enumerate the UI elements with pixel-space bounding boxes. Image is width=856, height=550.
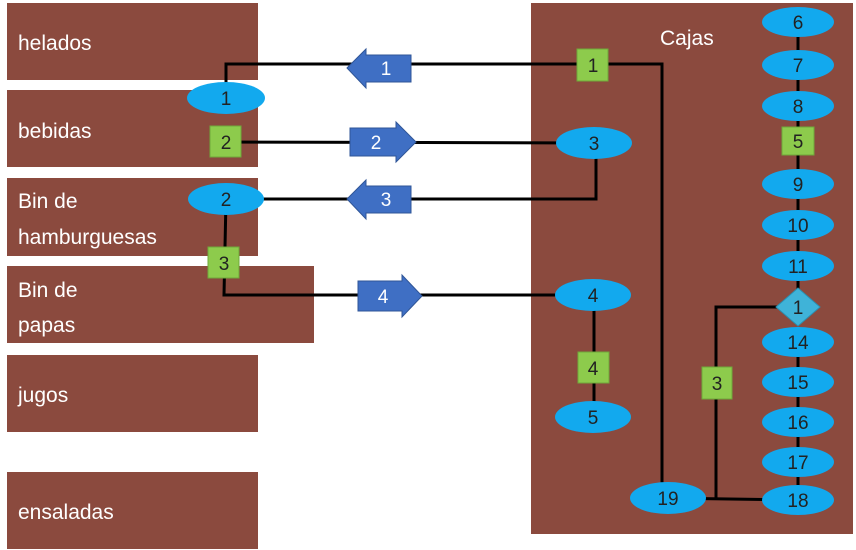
oval-mid-5-label: 5 <box>588 408 599 429</box>
square-right-3-label: 3 <box>712 374 723 395</box>
arrow-2-label: 2 <box>371 133 382 154</box>
oval-18: 18 <box>762 485 834 515</box>
oval-16: 16 <box>762 407 834 437</box>
station-jugos-label: jugos <box>17 384 68 407</box>
oval-17: 17 <box>762 447 834 477</box>
square-right-3: 3 <box>701 366 733 400</box>
square-cajas-label: 1 <box>588 56 599 77</box>
station-cajas-label: Cajas <box>660 27 714 50</box>
oval-left-2: 2 <box>188 183 264 215</box>
arrow-3-label: 3 <box>381 190 392 211</box>
diamond-branch-line <box>714 305 798 498</box>
oval-16-label: 16 <box>787 413 808 434</box>
oval-17-label: 17 <box>787 453 808 474</box>
oval-15: 15 <box>762 367 834 397</box>
arrow-1: 1 <box>346 47 412 90</box>
oval-8-label: 8 <box>793 97 804 118</box>
oval-11-label: 11 <box>788 257 808 278</box>
oval-19: 19 <box>630 482 706 514</box>
oval-10-label: 10 <box>787 216 808 237</box>
oval-18-label: 18 <box>787 491 808 512</box>
arrow-3: 3 <box>346 178 412 221</box>
station-hamburguesas-label-2: hamburguesas <box>18 226 157 249</box>
square-cajas: 1 <box>576 48 609 82</box>
oval-mid-3-label: 3 <box>589 134 600 155</box>
square-mid-4: 4 <box>577 351 610 384</box>
oval-mid-5: 5 <box>555 401 631 433</box>
oval-mid-4: 4 <box>555 279 631 311</box>
arrow-2: 2 <box>349 120 417 164</box>
station-papas-box <box>7 266 314 343</box>
oval-mid-3: 3 <box>556 127 632 159</box>
arrow-4: 4 <box>357 273 423 319</box>
square-bebidas: 2 <box>209 125 242 158</box>
station-helados-box <box>7 3 258 80</box>
square-bebidas-label: 2 <box>221 133 232 154</box>
oval-6-label: 6 <box>793 13 804 34</box>
oval-left-1-label: 1 <box>221 89 232 110</box>
diamond-node-label: 1 <box>793 298 804 319</box>
oval-7: 7 <box>762 50 834 80</box>
oval-6: 6 <box>762 7 834 37</box>
oval-15-label: 15 <box>787 373 808 394</box>
station-hamburguesas-label-1: Bin de <box>18 190 78 213</box>
oval-11: 11 <box>762 251 834 281</box>
station-papas-label-1: Bin de <box>18 279 78 302</box>
arrow-4-label: 4 <box>378 287 389 308</box>
oval-10: 10 <box>762 210 834 240</box>
oval-14: 14 <box>762 327 834 357</box>
oval-9: 9 <box>762 169 834 199</box>
oval-19-label: 19 <box>657 489 678 510</box>
station-helados-label: helados <box>18 32 92 55</box>
station-papas-label-2: papas <box>18 314 75 337</box>
square-hamburguesas-label: 3 <box>219 254 230 275</box>
square-mid-4-label: 4 <box>588 359 599 380</box>
diamond-node: 1 <box>775 287 821 327</box>
station-jugos-box <box>7 355 258 432</box>
oval-7-label: 7 <box>793 56 804 77</box>
oval-14-label: 14 <box>787 333 809 354</box>
station-ensaladas-label: ensaladas <box>18 501 114 524</box>
oval-left-1: 1 <box>187 82 265 114</box>
square-column: 5 <box>781 126 815 156</box>
station-ensaladas-box <box>7 472 258 549</box>
square-hamburguesas: 3 <box>207 246 240 279</box>
arrow-1-label: 1 <box>381 59 392 80</box>
route-4-line <box>222 198 594 297</box>
oval-9-label: 9 <box>793 175 804 196</box>
oval-8: 8 <box>762 91 834 121</box>
oval-left-2-label: 2 <box>221 190 232 211</box>
station-bebidas-label: bebidas <box>18 120 92 143</box>
oval-mid-4-label: 4 <box>588 286 599 307</box>
square-column-label: 5 <box>793 132 804 153</box>
